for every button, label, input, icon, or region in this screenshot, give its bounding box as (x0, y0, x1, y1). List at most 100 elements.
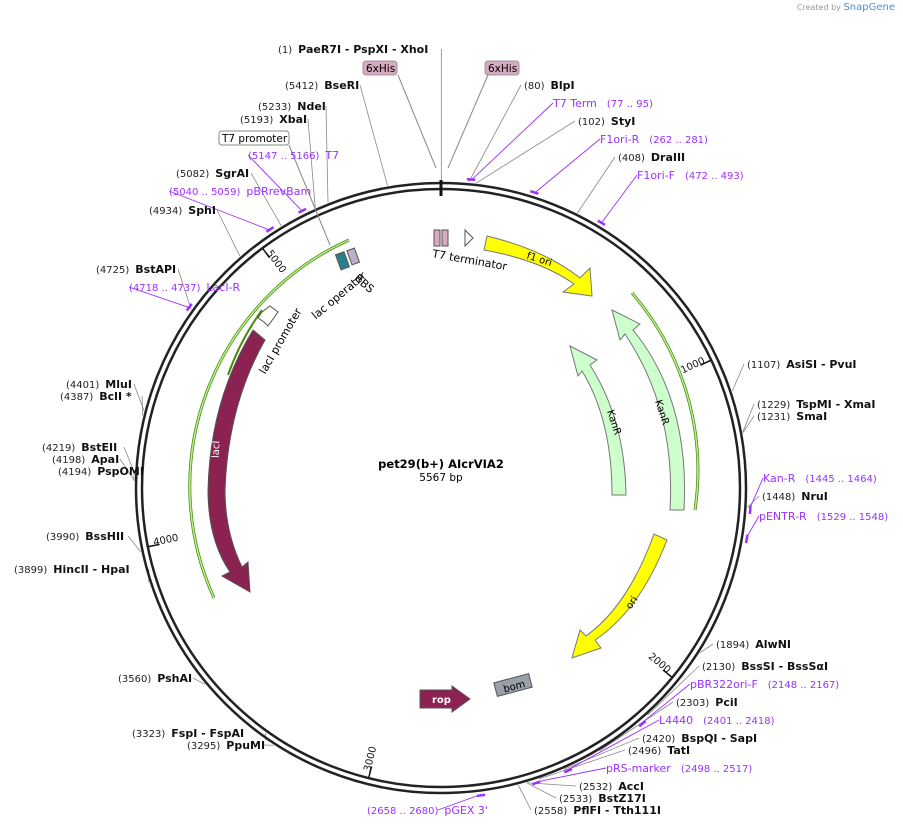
primer-range: (5040 .. 5059) (169, 187, 241, 198)
primer-name: T7 Term (552, 97, 597, 110)
enzyme-leader (177, 268, 192, 310)
enzyme-label: (80)BlpI (524, 79, 575, 92)
primer-range: (1445 .. 1464) (805, 474, 877, 485)
enzyme-leader (127, 535, 141, 552)
enzyme-leader (577, 156, 616, 214)
enzyme-leader (731, 363, 745, 392)
enzyme-position: (2533) (559, 794, 592, 805)
primer-leader (437, 794, 481, 811)
enzyme-leader (538, 749, 626, 780)
enzyme-label: (5193)XbaI (240, 113, 307, 126)
enzyme-position: (2130) (702, 662, 735, 673)
enzyme-name: FspI - FspAI (171, 727, 244, 740)
primer-range: (4718 .. 4737) (129, 283, 201, 294)
enzyme-leader (468, 84, 522, 183)
tick-mark (147, 543, 160, 548)
primer-label: Kan-R(1445 .. 1464) (763, 472, 877, 485)
enzyme-position: (3295) (187, 741, 220, 752)
his-leader-right (447, 74, 489, 169)
enzyme-name: PflFI - Tth111I (573, 804, 661, 817)
enzyme-label: (5233) NdeI (258, 100, 326, 113)
tick-label: 5000 (264, 248, 288, 275)
enzyme-label: (5082)SgrAI (176, 167, 249, 180)
feature-lac-operator (334, 251, 351, 271)
enzyme-position: (3990) (46, 532, 79, 543)
enzyme-label: (3560)PshAI (118, 672, 192, 685)
enzyme-name: DraIII (651, 151, 685, 164)
enzyme-label: (2496)TatI (628, 744, 690, 757)
primer-mark (476, 793, 486, 798)
primer-label: (5147 .. 5166)T7 (248, 149, 339, 162)
enzyme-position: (102) (578, 117, 605, 128)
primer-name: LacI-R (206, 281, 240, 294)
enzyme-name: PaeR7I - PspXI - XhoI (298, 43, 428, 56)
feature-bom (493, 672, 533, 698)
enzyme-label: (1448)NruI (762, 490, 828, 503)
enzyme-name: SgrAI (215, 167, 249, 180)
enzyme-position: (3560) (118, 674, 151, 685)
enzyme-label: (3899)HincII - HpaI (14, 563, 130, 576)
label-rop: rop (432, 695, 451, 706)
enzyme-name: AccI (618, 780, 644, 793)
enzyme-leader (123, 446, 135, 473)
enzyme-label: (2420)BspQI - SapI (642, 732, 757, 745)
enzyme-name: AsiSI - PvuI (786, 358, 856, 371)
primer-range: (77 .. 95) (607, 99, 653, 110)
feature-t7-terminator (464, 228, 474, 248)
feature-rbs (346, 247, 361, 266)
enzyme-leader (742, 415, 755, 433)
enzyme-leader (359, 84, 388, 186)
enzyme-position: (1894) (716, 640, 749, 651)
enzyme-label: (102)StyI (578, 115, 635, 128)
enzyme-position: (2303) (676, 698, 709, 709)
enzyme-label: (1107) AsiSI - PvuI (747, 358, 857, 371)
enzyme-name: SphI (188, 204, 216, 217)
enzyme-position: (1448) (762, 492, 795, 503)
enzyme-label: (2558)PflFI - Tth111I (534, 804, 661, 817)
primer-leader (600, 174, 638, 224)
enzyme-name: NdeI (297, 100, 326, 113)
enzyme-name: TatI (667, 744, 690, 757)
enzyme-label: (2533)BstZ17I (559, 792, 646, 805)
primer-name: F1ori-R (600, 133, 640, 146)
primer-leader (567, 719, 660, 771)
enzyme-position: (3323) (132, 729, 165, 740)
primer-mark (265, 226, 275, 233)
enzyme-position: (5233) (258, 102, 291, 113)
enzyme-label: (5412)BseRI (285, 79, 359, 92)
primer-leader (535, 767, 607, 783)
primer-mark (466, 177, 476, 182)
primer-mark (529, 189, 539, 195)
feature-kanr-outer (611, 309, 686, 511)
enzyme-leader (526, 782, 557, 799)
enzyme-name: XbaI (279, 113, 307, 126)
primer-name: pENTR-R (759, 510, 807, 523)
primer-name: pBR322ori-F (690, 678, 758, 691)
enzyme-label: (4725)BstAPI (96, 263, 176, 276)
enzyme-position: (5412) (285, 81, 318, 92)
enzyme-position: (4934) (149, 206, 182, 217)
primer-label: pBR322ori-F(2148 .. 2167) (690, 678, 839, 691)
t7-promoter-leader (288, 144, 331, 246)
primer-range: (2498 .. 2517) (681, 764, 753, 775)
enzyme-name: AlwNI (755, 638, 791, 651)
enzyme-leader (563, 737, 640, 770)
his-leader-left (397, 74, 437, 169)
primer-mark (563, 767, 573, 774)
primer-label: L4440(2401 .. 2418) (659, 714, 775, 727)
enzyme-position: (4194) (58, 467, 91, 478)
feature-rop (419, 685, 471, 713)
primer-label: T7 Term (77 .. 95) (552, 97, 653, 110)
enzyme-leader (476, 120, 576, 184)
enzyme-leader (119, 458, 135, 481)
enzyme-position: (1107) (747, 360, 780, 371)
feature-kanr-inner (569, 345, 627, 496)
primer-range: (2401 .. 2418) (703, 716, 775, 727)
enzyme-label: (4219)BstEII (42, 441, 117, 454)
enzyme-position: (1229) (757, 400, 790, 411)
enzyme-name: BstAPI (135, 263, 176, 276)
enzyme-leader (325, 105, 329, 203)
enzyme-name: BlpI (551, 79, 575, 92)
primer-name: T7 (324, 149, 339, 162)
